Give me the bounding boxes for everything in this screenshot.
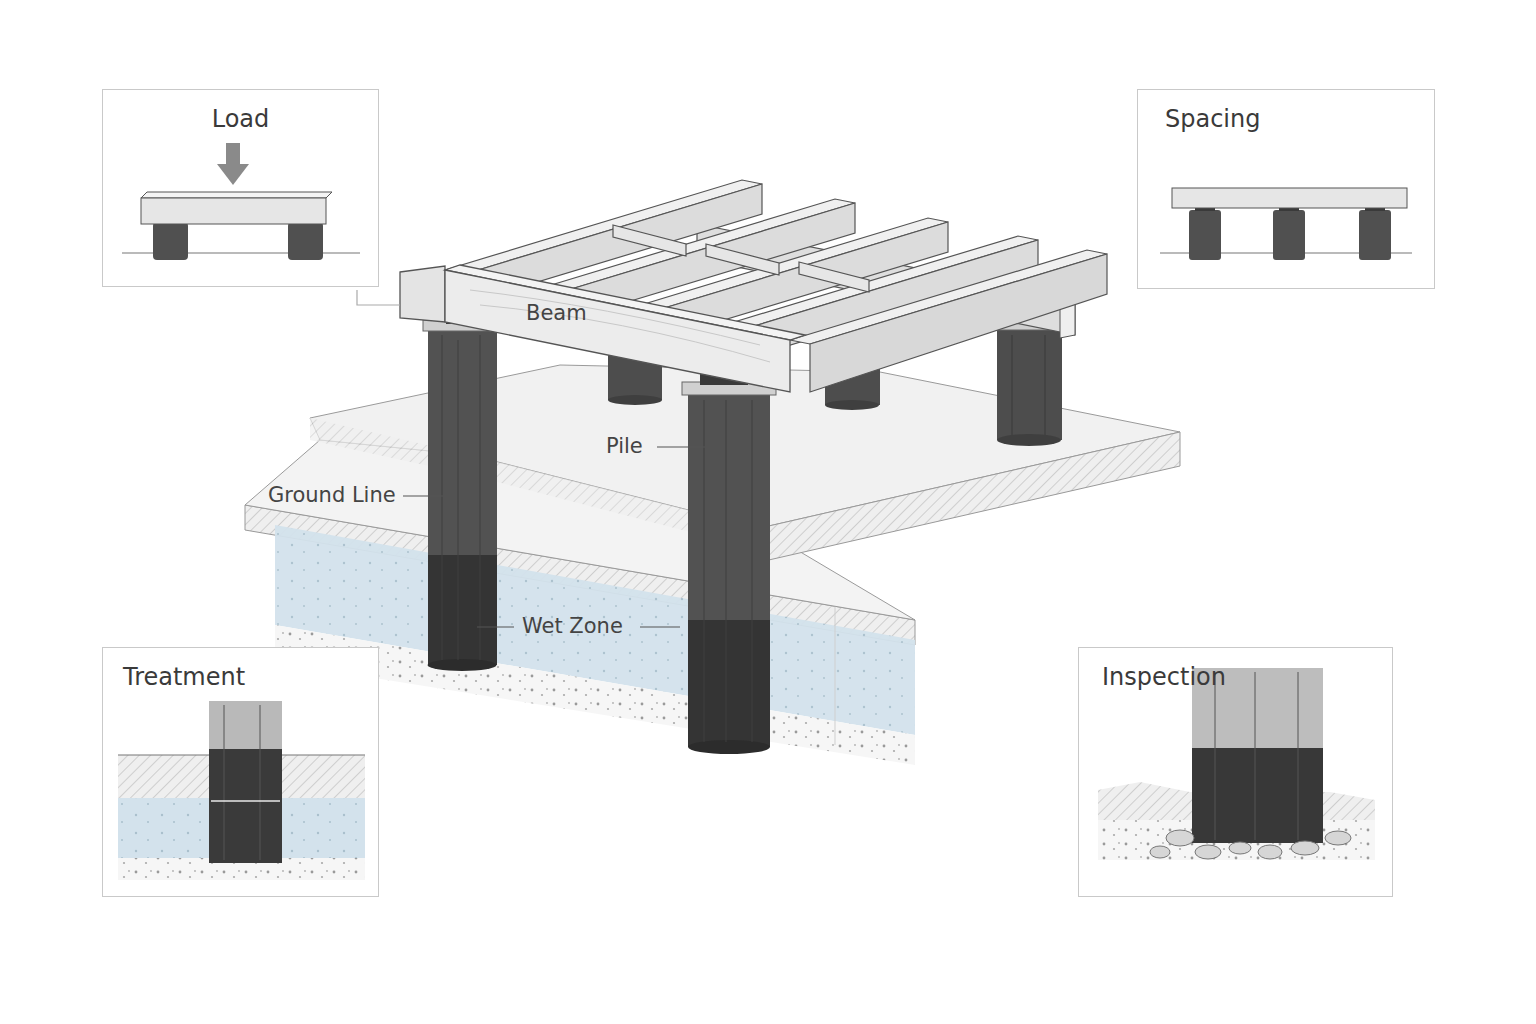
front-beam [400, 265, 805, 392]
panel-heading: Spacing [1165, 104, 1260, 134]
front-left-pile [423, 311, 502, 671]
panel-backgrounds [102, 89, 1435, 897]
inspection-art [1098, 668, 1375, 860]
leader-lines [357, 290, 705, 627]
spacing-art [1160, 188, 1412, 260]
inspection-panel: Inspection [1078, 647, 1393, 897]
joists [445, 180, 1107, 392]
part-label: Pile [606, 432, 643, 460]
panel-heading: Inspection [1102, 662, 1226, 692]
load-art [122, 143, 360, 260]
part-label: Beam [526, 299, 587, 327]
panel-heading: Load [103, 104, 378, 134]
panel-heading: Treatment [123, 662, 245, 692]
spacing-panel: Spacing [1137, 89, 1435, 289]
treatment-art [118, 701, 365, 880]
zone-label: Wet Zone [522, 612, 623, 640]
part-label: Ground Line [268, 481, 396, 509]
treatment-panel: Treatment [102, 647, 379, 897]
load-panel: Load [102, 89, 379, 287]
front-right-pile [682, 370, 776, 754]
